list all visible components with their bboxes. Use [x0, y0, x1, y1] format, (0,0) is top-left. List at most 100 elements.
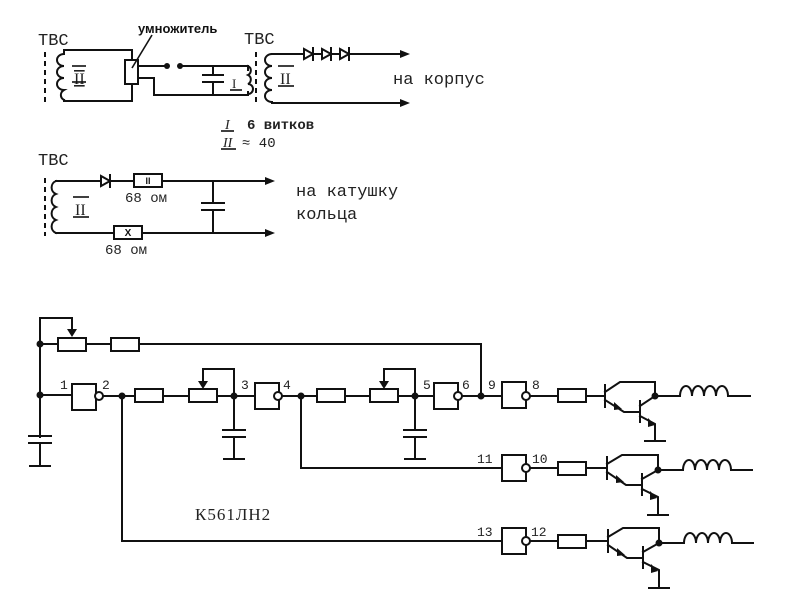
feedback-wire: [138, 343, 482, 396]
arrow-icon: [400, 99, 410, 107]
wire: [39, 317, 73, 345]
inductor-coil: [682, 532, 734, 545]
output-label-line2: кольца: [296, 206, 357, 225]
resistor: [557, 388, 587, 403]
emitter-arrow: [616, 475, 624, 483]
emitter-arrow: [651, 564, 658, 573]
inverter-bubble: [521, 391, 531, 401]
diode-icon: [100, 174, 113, 188]
pin-label: 8: [532, 378, 540, 393]
note-sym-I: I: [224, 118, 231, 133]
emitter: [638, 414, 656, 442]
emitter: [603, 398, 641, 413]
emitter: [605, 470, 643, 486]
resistor: [110, 337, 140, 352]
small-coil-I: [245, 64, 254, 96]
transformer-coil: [50, 179, 59, 235]
arrow-icon: [265, 229, 275, 237]
diode-icon: [339, 47, 352, 61]
pin-label: 6: [462, 378, 470, 393]
resistor-68-ohm-2: [113, 225, 143, 240]
inverter-bubble: [273, 391, 283, 401]
collector: [603, 381, 656, 397]
pin-label: 9: [488, 378, 496, 393]
pin-label: 10: [532, 452, 548, 467]
darlington-transistor: [605, 454, 669, 516]
resistor: [557, 534, 587, 549]
pot-wiper-arrow: [67, 329, 77, 337]
emitter: [640, 487, 659, 516]
pot-wiper-arrow: [379, 381, 389, 389]
inductor-coil: [681, 459, 733, 472]
pin-label: 1: [60, 378, 68, 393]
pin-label: 11: [477, 452, 493, 467]
wire: [383, 368, 416, 397]
potentiometer: [188, 388, 218, 403]
output-label: на корпус: [393, 71, 485, 90]
tbc-label: ТВС: [38, 152, 69, 171]
emitter: [641, 560, 660, 589]
transformer-coil-left: [56, 52, 68, 102]
diagram-driver-circuit: 1 2 3 4 5: [28, 317, 754, 589]
diagram-ring-coil: ТВС II II 68 ом X 68 ом на катушку кольц…: [38, 152, 398, 259]
wire: [121, 395, 503, 542]
tbc-left-label: ТВС: [38, 32, 69, 51]
arrow-icon: [400, 50, 410, 58]
potentiometer: [369, 388, 399, 403]
inverter-gate-1: [71, 383, 97, 411]
emitter-arrow: [650, 491, 657, 500]
inductor-coil: [678, 385, 730, 398]
diode-icon: [303, 47, 316, 61]
multiplier-label: умножитель: [138, 21, 217, 36]
inverter-bubble: [94, 391, 104, 401]
multiplier-block: [124, 59, 139, 85]
resistor: [557, 461, 587, 476]
pin-label: 4: [283, 378, 291, 393]
potentiometer: [57, 337, 87, 352]
junction: [477, 392, 485, 400]
inverter-bubble: [521, 463, 531, 473]
wire: [300, 395, 503, 469]
output-label-line1: на катушку: [296, 183, 398, 202]
transformer-coil-right: [264, 52, 274, 104]
diagram-multiplier: ТВС II умножитель I ТВС II: [38, 21, 485, 152]
arrow-icon: [265, 177, 275, 185]
pin-label: 13: [477, 525, 493, 540]
inverter-bubble: [521, 536, 531, 546]
resistor: [316, 388, 346, 403]
junction: [36, 391, 44, 399]
emitter-arrow: [617, 548, 625, 556]
note-line1: 6 витков: [247, 118, 314, 134]
resistor2-mark: X: [125, 228, 132, 239]
pin-label: 5: [423, 378, 431, 393]
resistor1-mark: II: [145, 176, 150, 186]
collector: [605, 454, 659, 471]
wire: [202, 368, 235, 397]
wire: [63, 49, 133, 61]
multiplier-leader-line: [131, 34, 153, 69]
emitter-arrow: [648, 418, 655, 427]
pin-label: 2: [102, 378, 110, 393]
darlington-transistor: [606, 527, 670, 589]
resistor1-value: 68 ом: [125, 191, 167, 207]
tbc-right-label: ТВС: [244, 31, 275, 50]
pin-label: 12: [531, 525, 547, 540]
emitter: [606, 543, 644, 559]
emitter-arrow: [614, 402, 622, 410]
winding-label: II: [75, 202, 86, 219]
darlington-transistor: [603, 381, 666, 442]
switch-contact: [164, 63, 170, 69]
winding-right-label: II: [280, 71, 291, 88]
winding-small-label: I: [232, 76, 236, 91]
pin-label: 3: [241, 378, 249, 393]
note-sym-II: II: [222, 136, 234, 151]
collector: [606, 527, 660, 544]
diode-icon: [321, 47, 334, 61]
inverter-bubble: [453, 391, 463, 401]
resistor2-value: 68 ом: [105, 243, 147, 259]
winding-left-label: II: [74, 71, 85, 88]
resistor: [134, 388, 164, 403]
chip-label: К561ЛН2: [195, 505, 271, 524]
note-line2: ≈ 40: [242, 136, 276, 152]
